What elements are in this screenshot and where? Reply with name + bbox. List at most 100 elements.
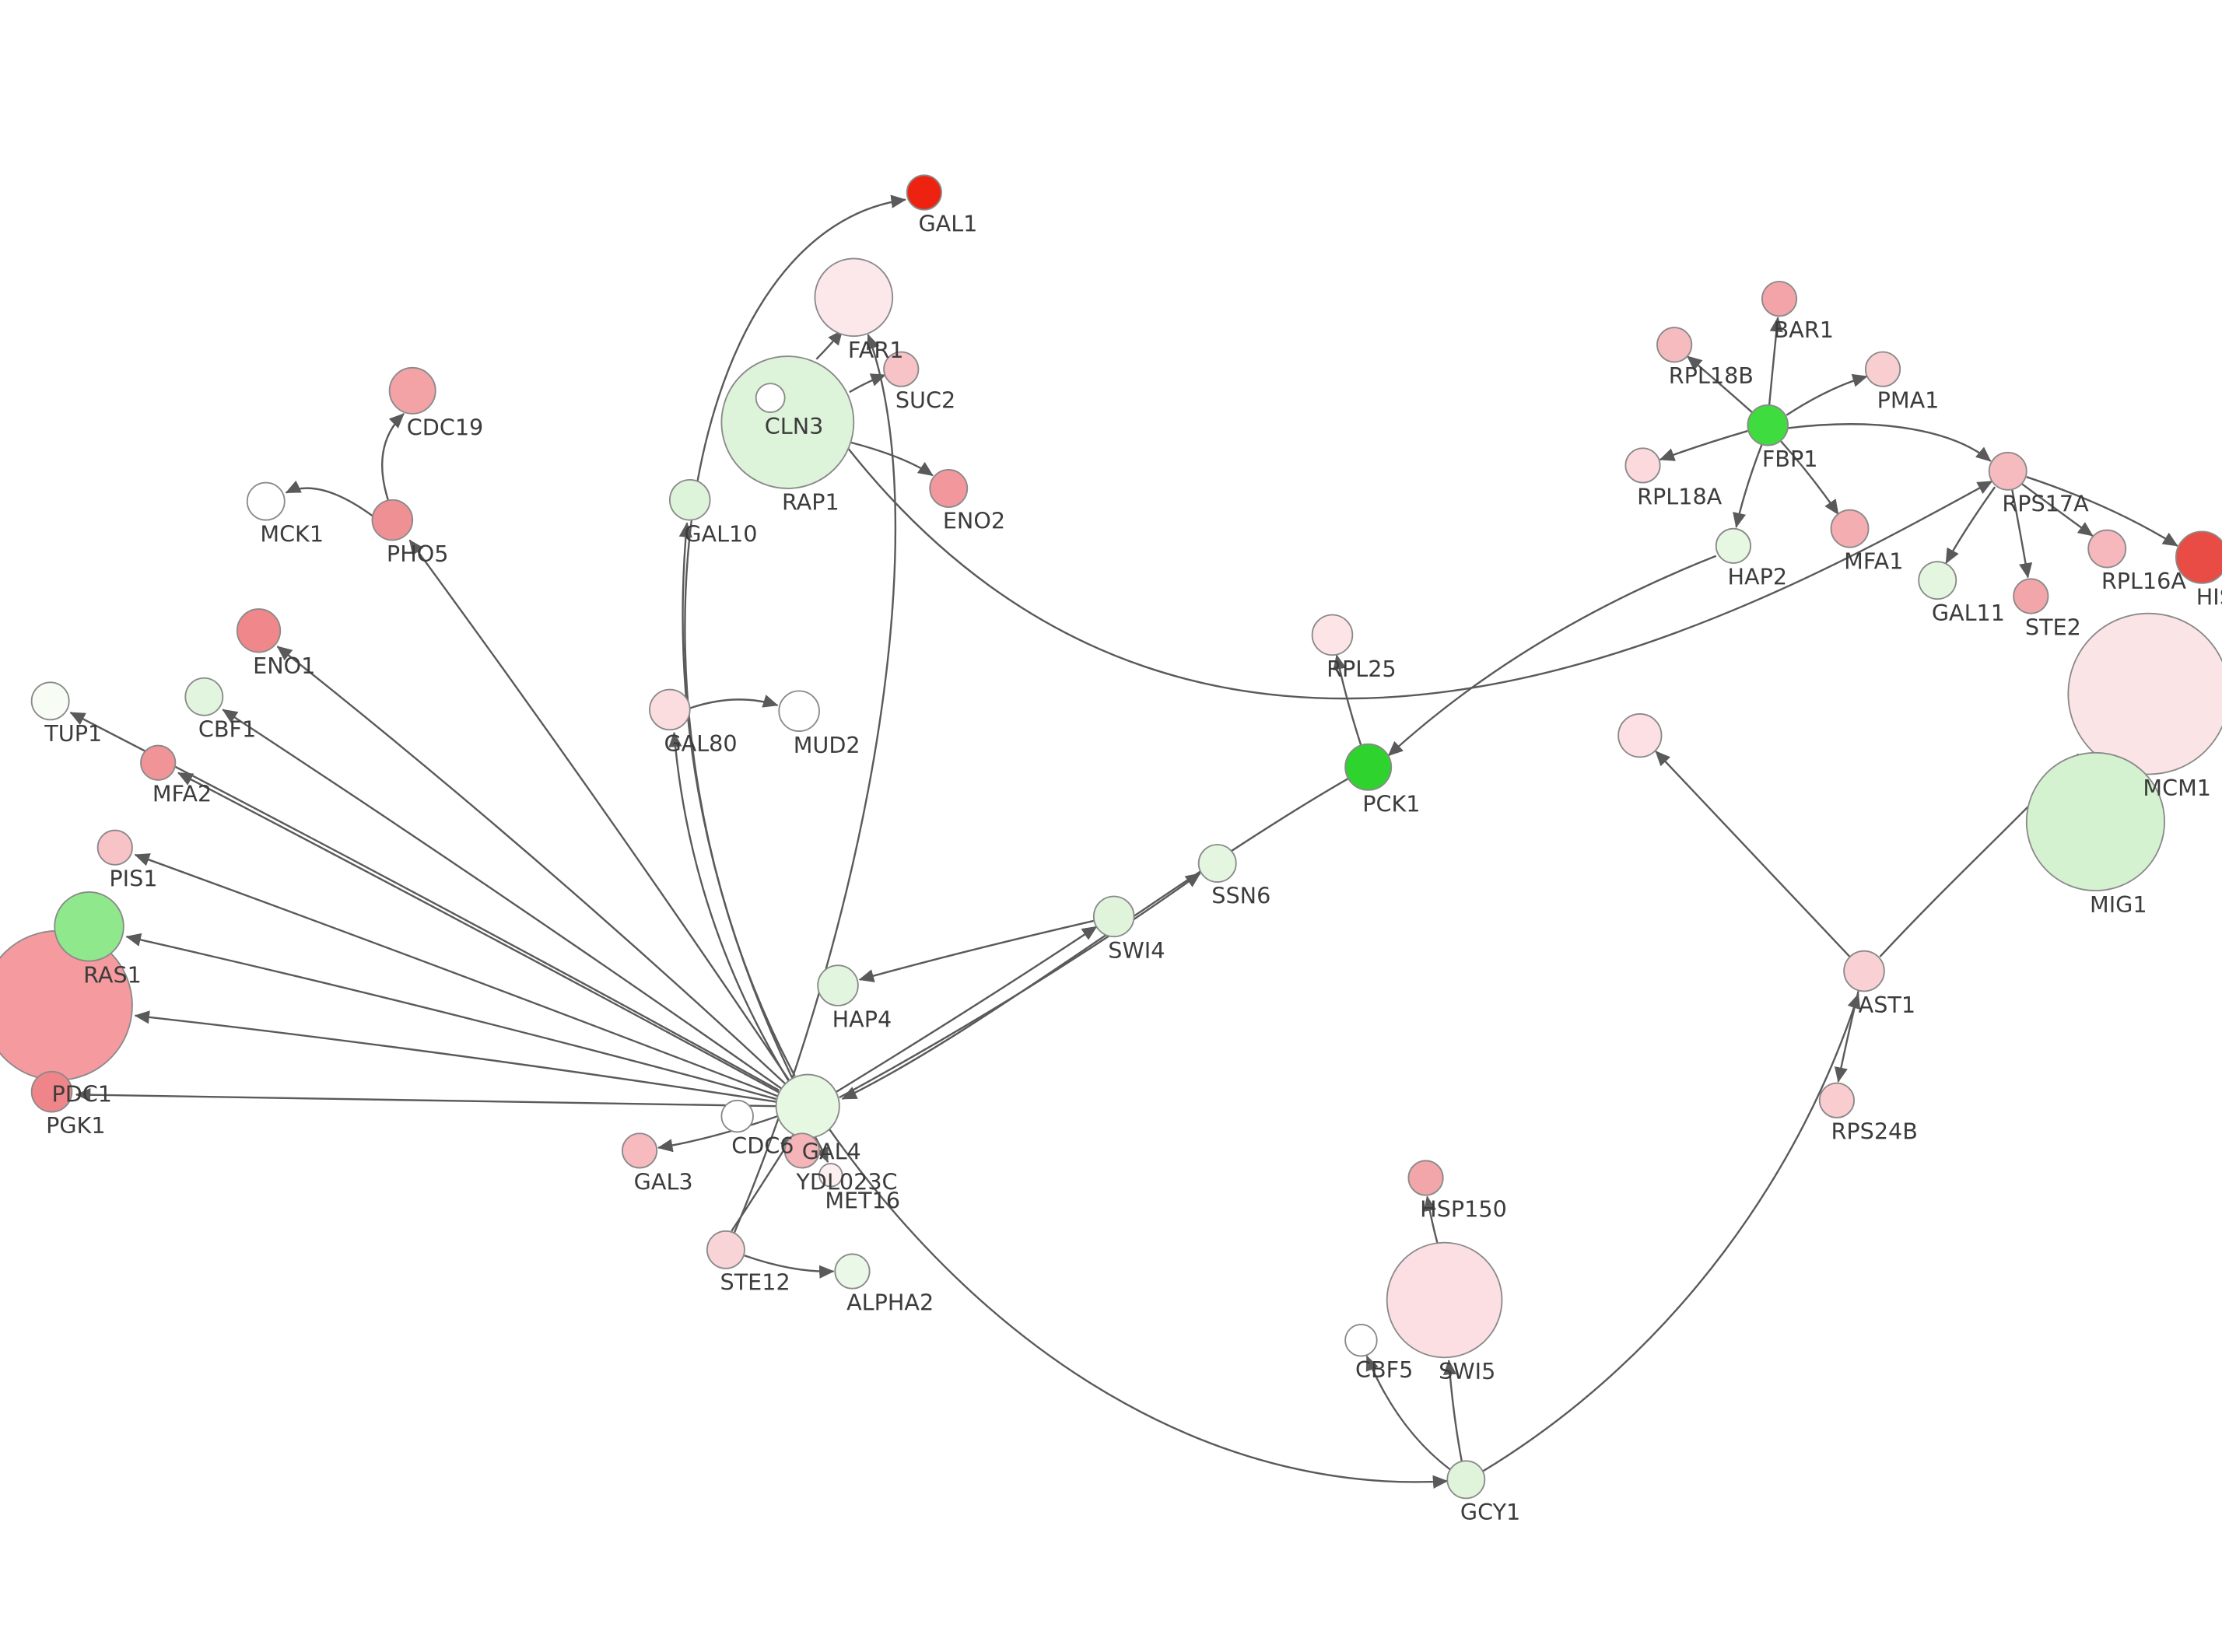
node-GAL10[interactable] xyxy=(668,478,711,521)
node-FBP1[interactable] xyxy=(1747,404,1789,446)
edge-FBP1-RPL18B[interactable] xyxy=(1686,355,1753,413)
node-RPL25[interactable] xyxy=(1311,614,1354,656)
edge-RAP1-ENO2[interactable] xyxy=(850,441,934,477)
edge-AST1-RPS24B[interactable] xyxy=(1834,991,1859,1083)
edge-RPS17A-RPL16A[interactable] xyxy=(2021,483,2094,537)
edge-GAL4-MET16[interactable] xyxy=(814,1136,829,1164)
edge-SWI4-HAP4[interactable] xyxy=(858,919,1095,983)
edge-FBP1-PMA1[interactable] xyxy=(1786,373,1868,416)
edge-GAL4-PHO5[interactable] xyxy=(408,539,790,1081)
node-PHO5[interactable] xyxy=(371,499,414,541)
node-MET16[interactable] xyxy=(818,1163,843,1188)
node-MFA2[interactable] xyxy=(140,744,177,781)
node-ENO2[interactable] xyxy=(929,469,969,508)
edge-GAL4-GAL10[interactable] xyxy=(678,522,793,1078)
edge-RPS17A-GAL11[interactable] xyxy=(1945,486,1996,564)
node-MUD2[interactable] xyxy=(778,690,820,733)
node-MFA1[interactable] xyxy=(1830,509,1870,548)
node-RPL18A[interactable] xyxy=(1624,447,1661,484)
node-GAL80[interactable] xyxy=(649,688,691,731)
node-GCY1[interactable] xyxy=(1446,1460,1486,1500)
node-SSN6[interactable] xyxy=(1197,844,1237,883)
node-MCK1[interactable] xyxy=(246,481,286,521)
node-GAL3[interactable] xyxy=(621,1132,658,1169)
label-HSP150: HSP150 xyxy=(1420,1195,1507,1222)
edge-GAL4-PGK1[interactable] xyxy=(75,1087,776,1108)
node-CDC19[interactable] xyxy=(388,366,436,415)
node-PDC1[interactable] xyxy=(0,929,133,1081)
node-HSP150[interactable] xyxy=(1407,1160,1444,1196)
edge-STE12-ALPHA2[interactable] xyxy=(744,1255,835,1279)
node-GAL11[interactable] xyxy=(1918,561,1957,600)
node-SWI5[interactable] xyxy=(1386,1241,1503,1359)
node-SUC2[interactable] xyxy=(883,351,920,387)
edge-RAP1-SUC2[interactable] xyxy=(849,373,886,394)
node-CBF1[interactable] xyxy=(184,677,224,716)
node-CBF5[interactable] xyxy=(1344,1323,1378,1357)
edge-FBP1-MFA1[interactable] xyxy=(1779,440,1839,516)
edge-GAL4-PIS1[interactable] xyxy=(134,853,778,1097)
edge-RAP1-FAR1[interactable] xyxy=(815,329,843,360)
node-FAR1[interactable] xyxy=(814,257,894,338)
node-RPS24B[interactable] xyxy=(1818,1082,1856,1118)
edge-HAP2-PCK1[interactable] xyxy=(1387,555,1717,757)
edge-GCY1-AST1[interactable] xyxy=(1482,993,1861,1472)
edge-RAP1-RPS17A[interactable] xyxy=(846,447,1993,700)
node-TUP1[interactable] xyxy=(30,681,70,721)
node-HAP2[interactable] xyxy=(1715,527,1751,564)
edge-PHO5-CDC19[interactable] xyxy=(380,413,405,501)
edge-PCK1-GAL4[interactable] xyxy=(841,778,1349,1101)
edge-GAL4-PDC1[interactable] xyxy=(134,1010,776,1103)
label-AST1: AST1 xyxy=(1859,992,1915,1018)
edge-GAL4-RAS1[interactable] xyxy=(125,933,776,1101)
node-PMA1[interactable] xyxy=(1864,351,1901,387)
node-AST1[interactable] xyxy=(1843,950,1885,992)
edge-GAL4-CBF1[interactable] xyxy=(222,709,783,1090)
node-RPS17A[interactable] xyxy=(1988,451,2027,491)
edge-GAL4-GAL3[interactable] xyxy=(657,1115,778,1153)
edge-RPS17A-HIS4[interactable] xyxy=(2026,476,2178,547)
edge-GAL4-ENO1[interactable] xyxy=(276,646,789,1087)
edge-GAL80-MUD2[interactable] xyxy=(689,695,779,709)
node-NODE1[interactable] xyxy=(1617,713,1663,758)
node-SWI4[interactable] xyxy=(1092,895,1135,938)
edge-GAL4-GAL80[interactable] xyxy=(668,731,790,1083)
node-HAP4[interactable] xyxy=(817,964,859,1006)
node-RAS1[interactable] xyxy=(54,891,124,962)
node-CLN3[interactable] xyxy=(755,383,786,413)
edge-GAL4-GCY1[interactable] xyxy=(828,1129,1449,1489)
node-STE12[interactable] xyxy=(706,1230,745,1269)
label-PDC1: PDC1 xyxy=(52,1081,113,1108)
edge-GCY1-CBF5[interactable] xyxy=(1365,1355,1451,1471)
node-ENO1[interactable] xyxy=(236,608,282,653)
edge-GAL4-SWI4[interactable] xyxy=(836,926,1098,1093)
node-ALPHA2[interactable] xyxy=(834,1253,871,1290)
edge-SWI5-HSP150[interactable] xyxy=(1423,1195,1439,1243)
edge-FBP1-RPS17A[interactable] xyxy=(1787,423,1992,462)
node-GAL4[interactable] xyxy=(775,1073,840,1139)
node-PIS1[interactable] xyxy=(96,829,133,866)
node-GAL1[interactable] xyxy=(906,174,942,211)
edge-AST1-NODE1[interactable] xyxy=(1655,751,1851,957)
node-RAP1[interactable] xyxy=(720,355,855,489)
node-MCM1[interactable] xyxy=(2067,612,2222,775)
node-YDL023C[interactable] xyxy=(783,1132,820,1169)
node-BAR1[interactable] xyxy=(1761,281,1798,317)
node-STE2[interactable] xyxy=(2013,578,2049,614)
node-RPL18B[interactable] xyxy=(1656,327,1693,363)
edge-FBP1-HAP2[interactable] xyxy=(1733,443,1763,528)
edge-PCK1-RPL25[interactable] xyxy=(1333,654,1362,746)
node-HIS4[interactable] xyxy=(2175,530,2222,584)
node-RPL16A[interactable] xyxy=(2087,529,2127,569)
edge-FBP1-RPL18A[interactable] xyxy=(1659,429,1748,461)
edge-GCY1-SWI5[interactable] xyxy=(1442,1359,1463,1461)
edge-RPS17A-STE2[interactable] xyxy=(2011,489,2033,579)
edge-PHO5-MCK1[interactable] xyxy=(285,480,373,517)
edge-GAL4-MFA2[interactable] xyxy=(177,772,781,1094)
node-CDC6[interactable] xyxy=(720,1099,754,1133)
node-MIG1[interactable] xyxy=(2025,751,2166,892)
node-PCK1[interactable] xyxy=(1344,743,1393,791)
edge-FBP1-BAR1[interactable] xyxy=(1768,317,1783,405)
node-PGK1[interactable] xyxy=(30,1070,73,1113)
